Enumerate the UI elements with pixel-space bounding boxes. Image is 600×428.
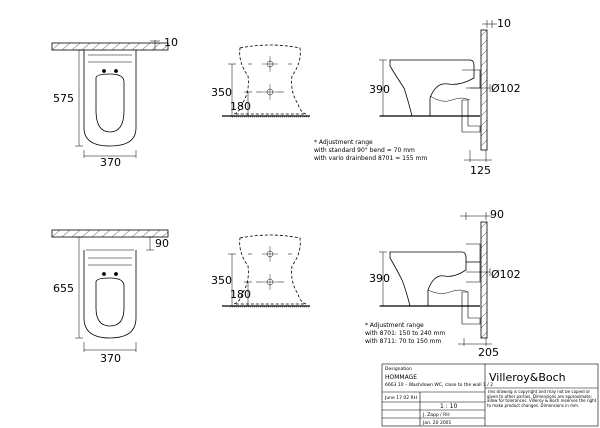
- row1-wall-hatch: [51, 42, 169, 51]
- title-product: HOMMAGE: [385, 374, 417, 381]
- row2-plan-view: [51, 229, 169, 352]
- title-date-1: June 17 02 RH: [384, 395, 417, 401]
- title-legal-note-box: This drawing is copyright and may not be…: [487, 390, 597, 408]
- row1-note-line-1: * Adjustment range: [314, 139, 373, 146]
- row1-note-line-3: with vario drainbend 8701 = 155 mm: [314, 155, 427, 162]
- row1-plan-view: [51, 40, 169, 158]
- title-date-2: Jan. 20 2001: [422, 420, 452, 426]
- row1-side-top-label: 10: [497, 17, 511, 30]
- row1-side-outline: [389, 59, 475, 117]
- row1-plan-top-label: 10: [164, 36, 178, 49]
- row2-plan-height-label: 655: [53, 282, 74, 295]
- row1-side-view: [379, 20, 497, 162]
- row2-side-view: [379, 212, 492, 346]
- row1-side-height-label: 390: [369, 83, 390, 96]
- row1-front-upper-label: 350: [211, 86, 232, 99]
- row2-note-line-3: with 8711: 70 to 150 mm: [365, 338, 442, 345]
- row1-plan-width-label: 370: [100, 156, 121, 169]
- title-block: [381, 363, 599, 427]
- title-scale: 1 : 10: [440, 403, 457, 410]
- row1-side-pipe-label: Ø102: [491, 82, 521, 95]
- row1-front-lower-label: 180: [230, 100, 251, 113]
- row1-plan-height-label: 575: [53, 92, 74, 105]
- row2-front-outline: [233, 234, 307, 305]
- row2-side-pipe-label: Ø102: [491, 268, 521, 281]
- row2-front-upper-label: 350: [211, 274, 232, 287]
- row2-note-line-2: with 8701: 150 to 240 mm: [365, 330, 445, 337]
- row2-front-lower-label: 180: [230, 288, 251, 301]
- title-designation-label: Designation: [385, 366, 412, 372]
- row1-note-line-2: with standard 90° bend = 70 mm: [314, 147, 415, 154]
- row2-plan-width-label: 370: [100, 352, 121, 365]
- row1-side-offset-label: 125: [470, 164, 491, 177]
- title-description: 6663 10 – Washdown WC, close to the wall…: [385, 382, 493, 388]
- row1-front-view: [222, 44, 310, 118]
- row1-seat-opening: [95, 73, 125, 133]
- title-drawn-by: J. Zapp / RH: [422, 412, 450, 418]
- row2-front-view: [222, 234, 310, 308]
- brand-logo-text: Villeroy&Boch: [489, 371, 566, 384]
- row2-seat-opening: [95, 277, 125, 327]
- row2-side-outline: [389, 251, 467, 307]
- row1-front-outline: [233, 44, 307, 115]
- row2-side-height-label: 390: [369, 272, 390, 285]
- row1-bowl-outline: [83, 50, 137, 147]
- row2-bowl-outline: [83, 250, 137, 339]
- title-legal-note: This drawing is copyright and may not be…: [487, 390, 597, 408]
- row2-side-top-label: 90: [490, 208, 504, 221]
- row2-note-line-1: * Adjustment range: [365, 322, 424, 329]
- row2-plan-top-label: 90: [155, 237, 169, 250]
- row2-side-offset-label: 205: [478, 346, 499, 359]
